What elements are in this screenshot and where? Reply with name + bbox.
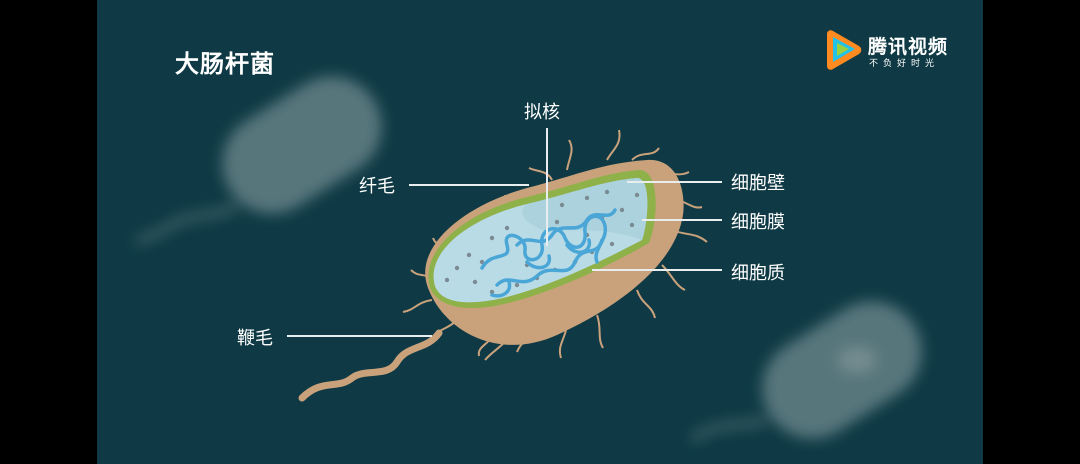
label-flagellum: 鞭毛 — [237, 328, 273, 349]
video-frame[interactable]: 大肠杆菌 腾讯视频 不负好时光 拟核 纤毛 鞭毛 细胞壁 细胞膜 细胞质 — [97, 0, 983, 464]
label-cytoplasm: 细胞质 — [731, 263, 785, 284]
leader-line-pili — [409, 184, 529, 186]
leader-line-nucleoid — [546, 128, 548, 246]
brand-name: 腾讯视频 — [868, 36, 949, 58]
bacterium-illustration — [135, 76, 922, 442]
leader-line-cytoplasm — [592, 269, 722, 271]
blurred-bacterium-left — [135, 76, 382, 245]
leader-line-flagellum — [287, 335, 432, 337]
brand-slogan: 不负好时光 — [869, 59, 940, 69]
tencent-video-logo: 腾讯视频 不负好时光 — [823, 28, 963, 72]
page-title: 大肠杆菌 — [175, 50, 275, 78]
nucleoid-dna — [480, 208, 617, 298]
blurred-bacterium-right — [690, 301, 922, 442]
leader-line-cell-wall — [627, 181, 722, 183]
blurred-bacterium-front — [837, 346, 877, 374]
label-pili: 纤毛 — [359, 176, 395, 197]
flagellum — [298, 329, 443, 402]
letterbox-right — [983, 0, 1080, 464]
label-cell-membrane: 细胞膜 — [731, 212, 785, 233]
label-cell-wall: 细胞壁 — [731, 173, 785, 194]
play-logo-icon — [827, 30, 862, 70]
letterbox-left — [0, 0, 97, 464]
label-nucleoid: 拟核 — [524, 102, 560, 123]
leader-line-cell-membrane — [642, 219, 722, 221]
